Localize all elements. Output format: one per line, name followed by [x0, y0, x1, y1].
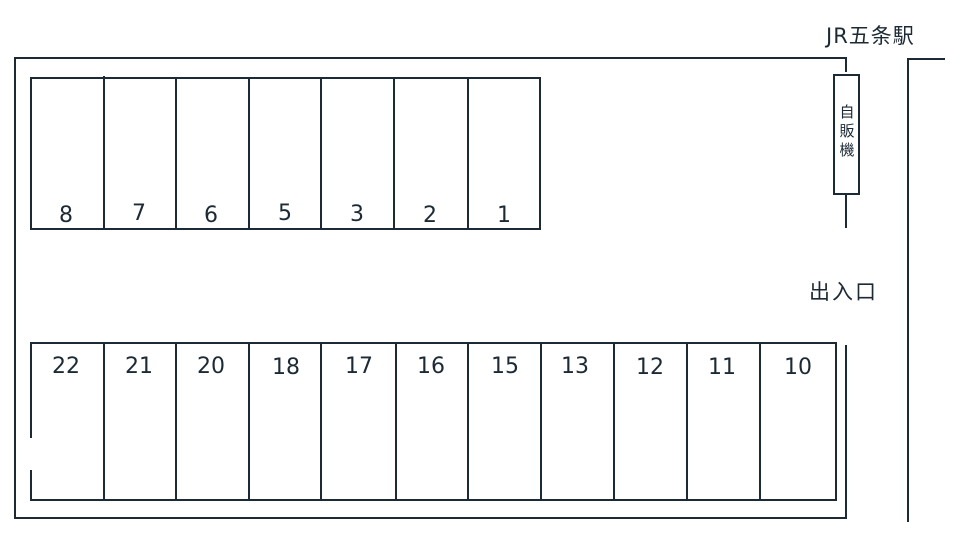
vending-char: 販	[839, 122, 855, 140]
space-number: 17	[345, 354, 373, 379]
station-label: JR五条駅	[826, 24, 915, 48]
vending-machine-label: 自 販 機	[834, 103, 860, 160]
space-number: 8	[59, 203, 73, 228]
space-number: 16	[417, 354, 445, 379]
space-number: 18	[272, 355, 300, 380]
space-number: 21	[125, 354, 153, 379]
space-number: 1	[497, 203, 511, 228]
space-number: 20	[197, 354, 225, 379]
vending-char: 自	[839, 103, 855, 121]
space-number: 15	[491, 354, 519, 379]
space-number: 7	[132, 201, 146, 226]
space-number: 13	[561, 354, 589, 379]
space-number: 11	[708, 355, 736, 380]
lot-boundary	[14, 57, 847, 519]
road-edge	[907, 58, 945, 522]
space-number: 6	[204, 203, 218, 228]
space-number: 12	[636, 355, 664, 380]
space-number: 5	[278, 201, 292, 226]
space-number: 2	[423, 203, 437, 228]
top-row-outline	[30, 77, 541, 230]
vending-char: 機	[839, 141, 855, 159]
space-number: 22	[52, 354, 80, 379]
space-number: 10	[784, 355, 812, 380]
space-number: 3	[350, 202, 364, 227]
entrance-label: 出入口	[809, 280, 878, 304]
bottom-row-outline	[30, 342, 837, 501]
